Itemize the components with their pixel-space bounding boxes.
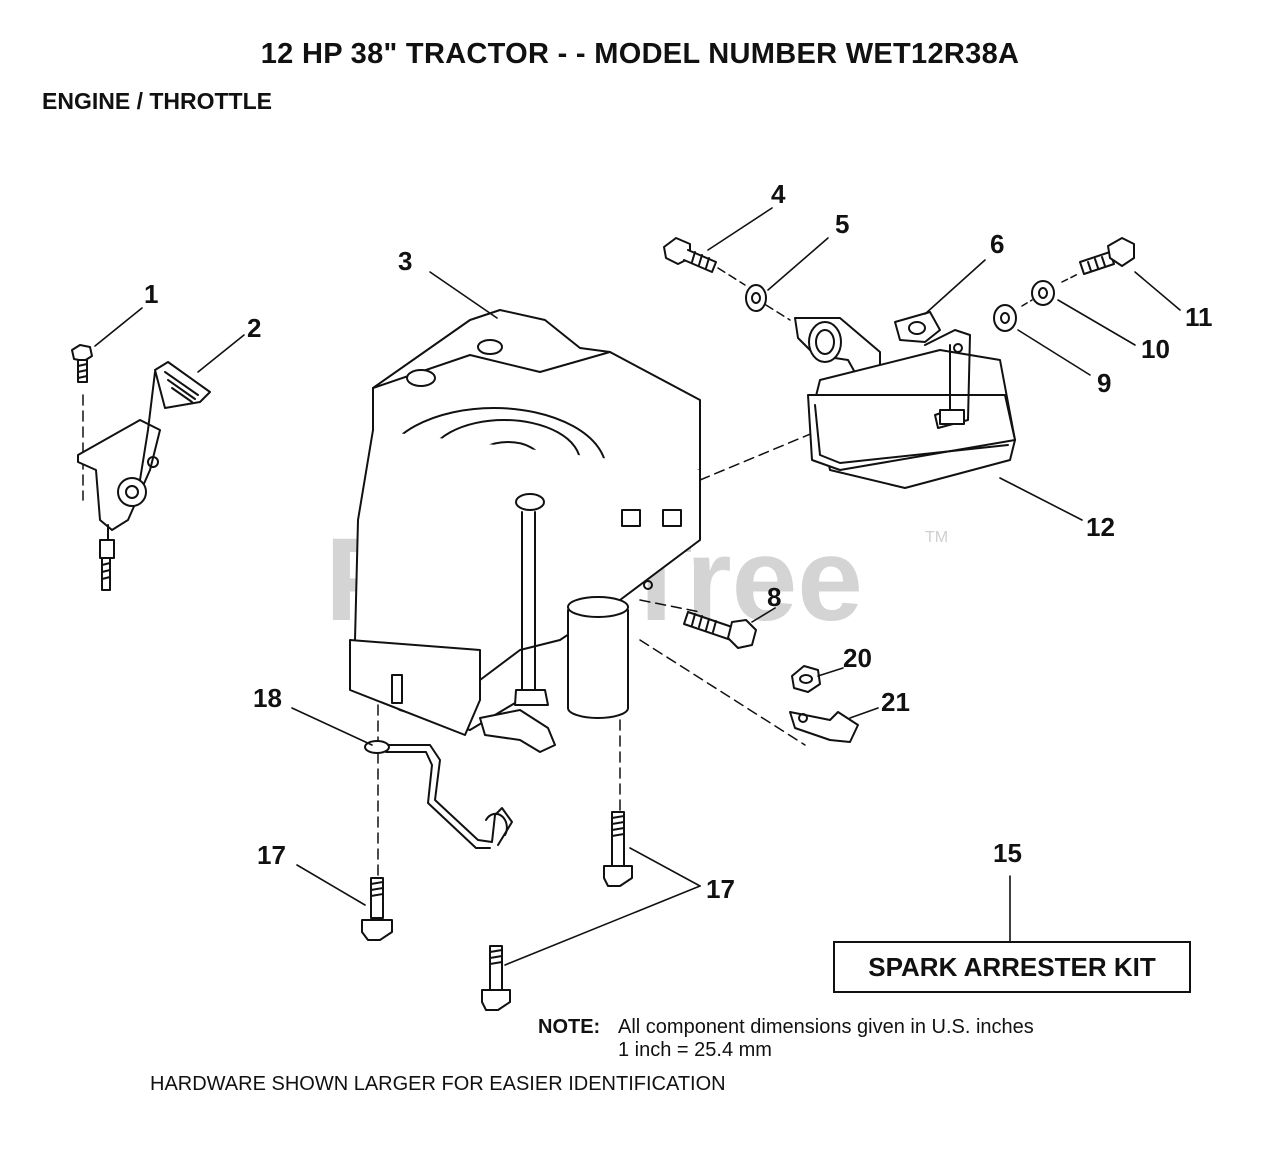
part-18-governor-rod[interactable] — [365, 741, 512, 848]
note-label: NOTE: — [538, 1016, 601, 1038]
part-11-bolt[interactable] — [1080, 238, 1134, 274]
part-4-bolt[interactable] — [664, 238, 716, 272]
part-2-throttle-control[interactable] — [78, 362, 210, 590]
callout-17-right: 17 — [706, 874, 735, 904]
callout-3: 3 — [398, 246, 412, 276]
part-5-washer[interactable] — [746, 285, 766, 311]
part-17-bolt-left[interactable] — [362, 878, 392, 940]
part-9-washer[interactable] — [994, 305, 1016, 331]
part-17-bolt-bottom[interactable] — [482, 946, 510, 1010]
part-3-engine[interactable] — [350, 310, 700, 752]
callout-10: 10 — [1141, 334, 1170, 364]
part-1-bolt[interactable] — [72, 345, 92, 382]
part-17-bolt-center[interactable] — [604, 812, 632, 886]
diagram-title: 12 HP 38" TRACTOR - - MODEL NUMBER WET12… — [260, 38, 1020, 70]
part-8-bolt[interactable] — [684, 612, 756, 648]
callout-17-left: 17 — [257, 840, 286, 870]
diagram-subtitle: ENGINE / THROTTLE — [42, 88, 272, 114]
callout-2: 2 — [247, 313, 261, 343]
callout-9: 9 — [1097, 368, 1111, 398]
spark-arrester-kit-label[interactable]: SPARK ARRESTER KIT — [833, 941, 1191, 993]
callout-20: 20 — [843, 643, 872, 673]
callout-18: 18 — [253, 683, 282, 713]
callout-5: 5 — [835, 209, 849, 239]
dimension-note: NOTE: All component dimensions given in U… — [538, 1016, 1034, 1062]
callout-8: 8 — [767, 582, 781, 612]
callout-15: 15 — [993, 838, 1022, 868]
callout-6: 6 — [990, 229, 1004, 259]
part-20-nut[interactable] — [792, 666, 820, 692]
part-10-lock-washer[interactable] — [1032, 281, 1054, 305]
part-21-clamp[interactable] — [790, 712, 858, 742]
callout-1: 1 — [144, 279, 158, 309]
part-6-gasket[interactable] — [895, 312, 940, 342]
note-line-1: All component dimensions given in U.S. i… — [618, 1016, 1034, 1038]
callout-12: 12 — [1086, 512, 1115, 542]
callout-21: 21 — [881, 687, 910, 717]
hardware-footnote: HARDWARE SHOWN LARGER FOR EASIER IDENTIF… — [150, 1073, 726, 1095]
callout-11: 11 — [1185, 302, 1213, 332]
note-line-2: 1 inch = 25.4 mm — [618, 1039, 772, 1061]
callout-4: 4 — [771, 179, 786, 209]
watermark-tm: TM — [925, 529, 948, 546]
part-12-muffler[interactable] — [808, 330, 1015, 488]
spark-arrester-kit-text: SPARK ARRESTER KIT — [868, 951, 1156, 982]
